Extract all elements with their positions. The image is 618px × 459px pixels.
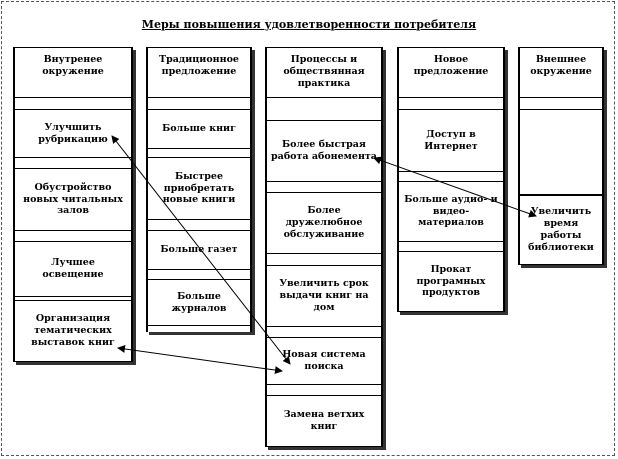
measure-box: Увеличить срок выдачи книг на дом: [267, 265, 381, 327]
measure-box: Прокат програмных продуктов: [399, 251, 503, 312]
measure-box: Обустройство новых читальных залов: [15, 168, 131, 231]
column-external-environment: Внешнее окружение Увеличить время работы…: [518, 47, 604, 265]
measure-box: Замена ветхих книг: [267, 395, 381, 447]
measure-box: Более дружелюбное обслуживание: [267, 192, 381, 254]
measure-box: Увеличить время работы библиотеки: [520, 195, 602, 265]
measure-box: Новая система поиска: [267, 337, 381, 385]
measure-box: Больше газет: [148, 230, 250, 270]
measure-box: Доступ в Интернет: [399, 109, 503, 172]
column-processes-practice: Процессы и обществянная практика Более б…: [265, 47, 383, 447]
measure-box: Лучшее освещение: [15, 241, 131, 297]
column-new-offer: Новое предложение Доступ в Интернет Боль…: [397, 47, 505, 312]
measure-box: Больше книг: [148, 109, 250, 149]
column-header: Новое предложение: [399, 47, 503, 98]
column-header: Традиционное предложение: [148, 47, 250, 98]
measure-box: Более быстрая работа абонемента: [267, 120, 381, 182]
diagram-title: Меры повышения удовлетворенности потреби…: [141, 18, 477, 31]
column-traditional-offer: Традиционное предложение Больше книг Быс…: [146, 47, 252, 332]
measure-box: Улучшить рубрикацию: [15, 109, 131, 158]
measure-box-empty: [520, 109, 602, 195]
measure-box: Организация тематических выставок книг: [15, 300, 131, 362]
column-header: Процессы и обществянная практика: [267, 47, 381, 98]
column-header: Внутренее окружение: [15, 47, 131, 98]
measure-box: Быстрее приобретать новые книги: [148, 157, 250, 220]
column-internal-environment: Внутренее окружение Улучшить рубрикацию …: [13, 47, 133, 362]
measure-box: Больше журналов: [148, 279, 250, 326]
measure-box: Больше аудио- и видео-материалов: [399, 181, 503, 242]
column-header: Внешнее окружение: [520, 47, 602, 98]
